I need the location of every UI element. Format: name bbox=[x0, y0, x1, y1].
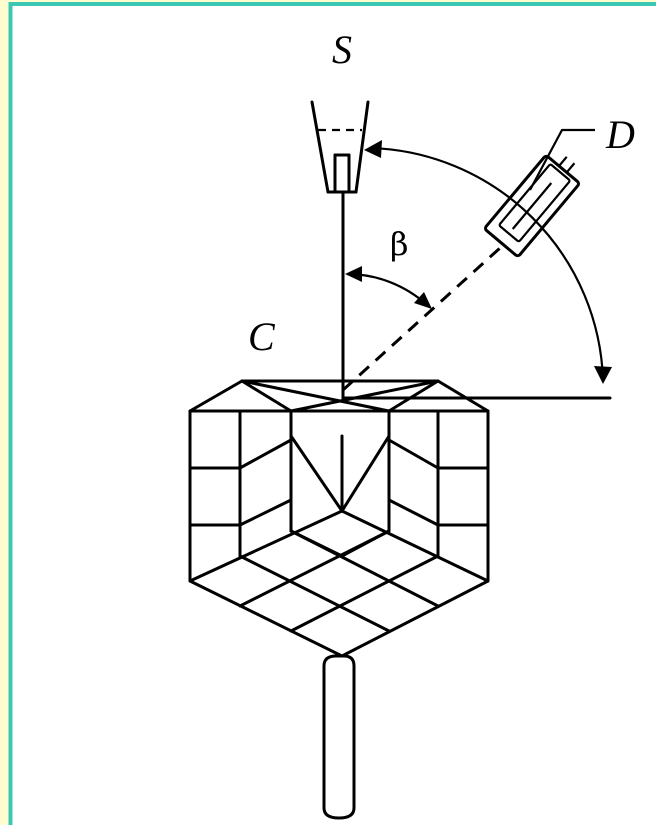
diffracted-beam bbox=[341, 246, 502, 392]
canvas bbox=[12, 5, 656, 825]
beta-arc-arrow-left bbox=[345, 266, 362, 282]
scan-arc bbox=[369, 146, 605, 381]
frame-border bbox=[8, 2, 656, 825]
detector bbox=[484, 154, 580, 258]
scan-arc-arrow-top bbox=[364, 140, 382, 158]
beta-arc-arrow-right bbox=[414, 292, 432, 309]
scan-arc-arrow-bottom bbox=[594, 366, 612, 384]
label-source: S bbox=[332, 27, 352, 72]
crystal-stem bbox=[322, 654, 356, 820]
label-angle-beta: β bbox=[390, 225, 409, 263]
label-crystal: C bbox=[248, 314, 276, 359]
detector-leader bbox=[529, 128, 595, 191]
label-detector: D bbox=[605, 112, 635, 157]
crystal bbox=[188, 379, 490, 658]
